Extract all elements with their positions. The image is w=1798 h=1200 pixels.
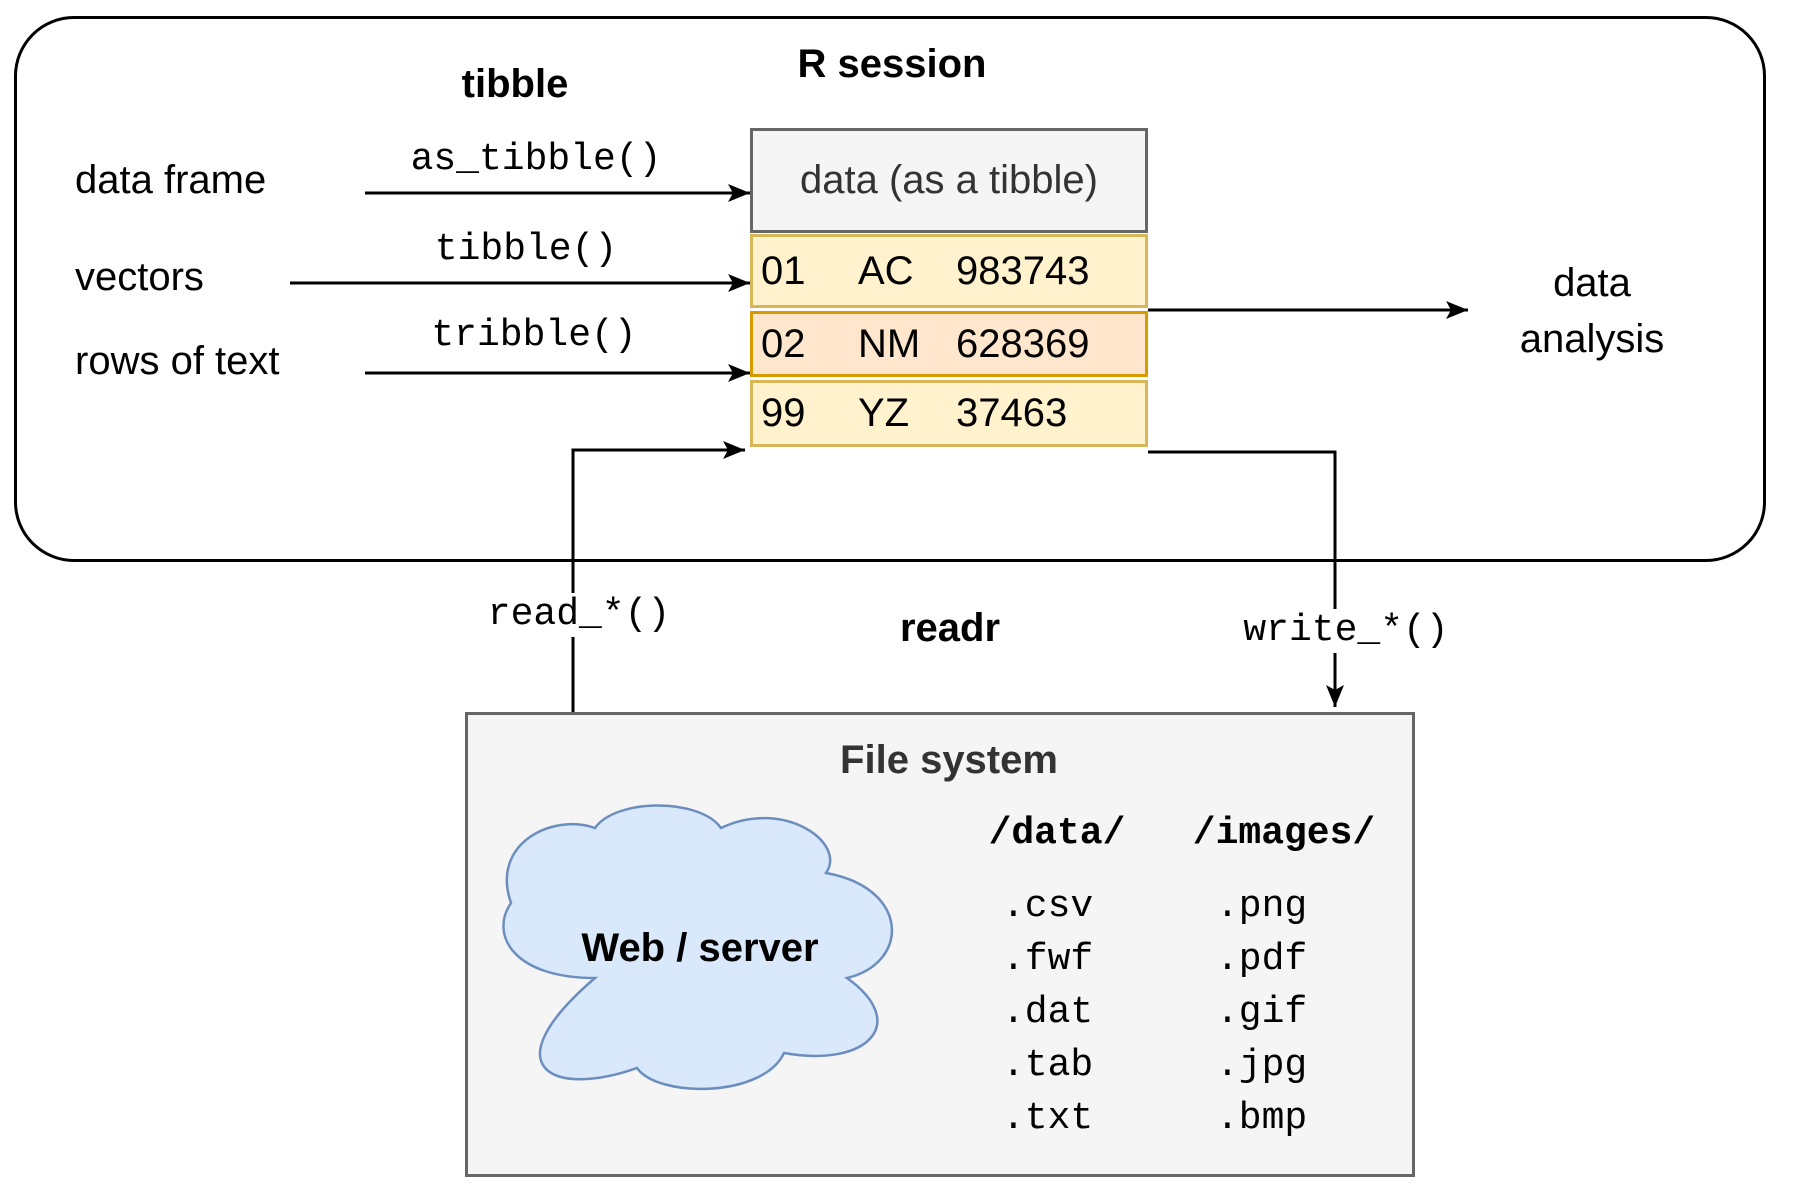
data-analysis-label: data analysis — [1467, 255, 1717, 367]
data-analysis-line2: analysis — [1519, 317, 1665, 361]
images-dir-header: /images/ — [1192, 812, 1376, 855]
row-value-cell: 37463 — [956, 391, 1068, 435]
data-analysis-line1: data — [1553, 261, 1631, 305]
fn-label-tibble: tibble() — [434, 228, 618, 271]
row-code-cell: YZ — [858, 391, 910, 435]
list-item: .dat — [1002, 991, 1094, 1034]
fn-label-tribble: tribble() — [431, 314, 637, 357]
list-item: .fwf — [1002, 938, 1094, 981]
row-code-cell: AC — [858, 248, 914, 293]
row-value-cell: 628369 — [956, 321, 1090, 366]
fn-label-write: write_*() — [1196, 609, 1496, 653]
list-item: .csv — [1002, 885, 1094, 928]
list-item: .png — [1216, 885, 1308, 928]
readr-heading: readr — [899, 606, 1001, 650]
list-item: .tab — [1002, 1044, 1094, 1087]
images-dir-list: .png .pdf .gif .jpg .bmp — [1216, 880, 1307, 1145]
row-id-cell: 02 — [761, 321, 806, 366]
data-dir-list: .csv .fwf .dat .tab .txt — [1002, 880, 1093, 1145]
file-system-title: File system — [840, 738, 1058, 782]
tibble-heading: tibble — [461, 62, 569, 106]
web-server-label: Web / server — [581, 926, 819, 970]
source-label-data-frame: data frame — [75, 158, 267, 202]
table-row: 99 YZ 37463 — [750, 380, 1148, 447]
r-session-title: R session — [797, 42, 987, 86]
list-item: .gif — [1216, 991, 1308, 1034]
data-dir-header: /data/ — [988, 812, 1126, 855]
web-server-cloud-icon — [502, 804, 894, 1091]
source-label-rows-of-text: rows of text — [75, 339, 280, 383]
row-value-cell: 983743 — [956, 248, 1090, 293]
list-item: .txt — [1002, 1097, 1094, 1140]
list-item: .pdf — [1216, 938, 1308, 981]
row-code-cell: NM — [858, 321, 921, 366]
fn-label-as-tibble: as_tibble() — [410, 138, 662, 181]
row-id-cell: 01 — [761, 248, 806, 293]
fn-label-read: read_*() — [429, 593, 729, 637]
table-row: 01 AC 983743 — [750, 234, 1148, 308]
list-item: .bmp — [1216, 1097, 1308, 1140]
source-label-vectors: vectors — [75, 255, 204, 299]
table-row: 02 NM 628369 — [750, 311, 1148, 377]
list-item: .jpg — [1216, 1044, 1308, 1087]
row-id-cell: 99 — [761, 391, 806, 435]
tibble-table-header: data (as a tibble) — [750, 128, 1148, 233]
